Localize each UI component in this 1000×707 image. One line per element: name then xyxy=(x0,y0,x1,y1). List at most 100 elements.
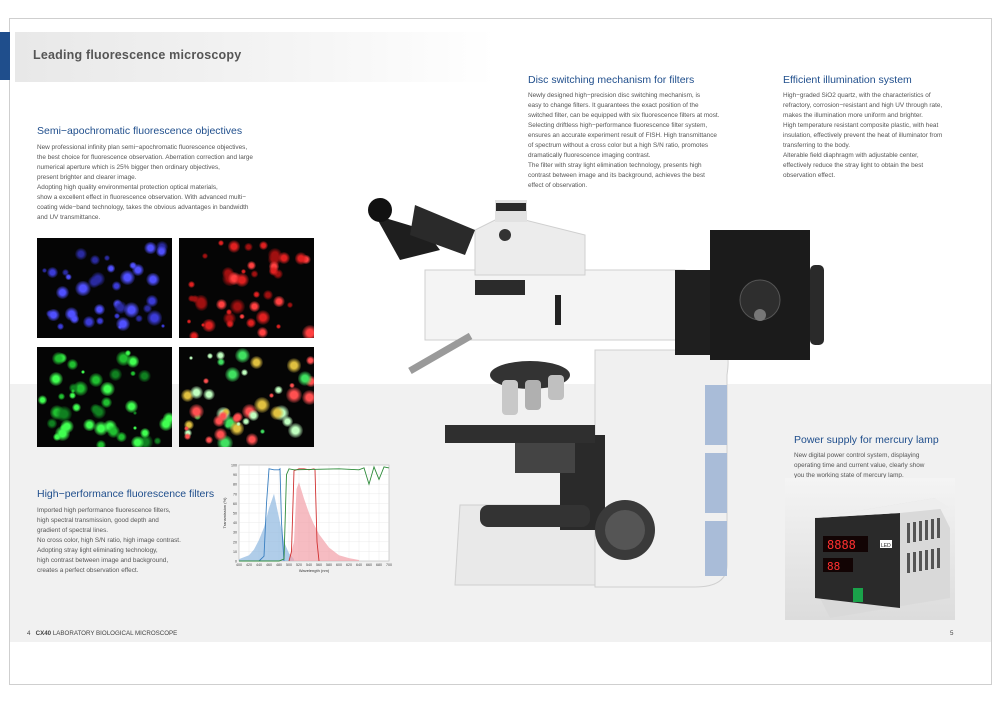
fluorescence-image-merged xyxy=(179,347,314,447)
cell-spot xyxy=(276,324,282,330)
cell-spot xyxy=(116,431,127,442)
fluorescence-image-red xyxy=(179,238,314,338)
series-line xyxy=(258,467,285,562)
cell-spot xyxy=(246,318,257,329)
cell-spot xyxy=(305,355,314,365)
cell-spot xyxy=(255,310,271,326)
fluorescence-image-blue xyxy=(37,238,172,338)
cell-spot xyxy=(146,295,158,307)
cell-spot xyxy=(132,264,144,276)
cell-spot xyxy=(119,269,135,285)
cell-spot xyxy=(215,350,225,360)
cell-spot xyxy=(259,429,266,435)
cell-spot xyxy=(106,264,115,273)
semi-line: the best choice for fluorescence observa… xyxy=(37,154,253,161)
cell-spot xyxy=(302,390,314,406)
cell-spot xyxy=(48,371,64,387)
filters-line: Imported high performance fluorescence f… xyxy=(37,507,171,514)
cell-spot xyxy=(130,436,144,447)
filters-line: Adopting stray light eliminating technol… xyxy=(37,547,158,554)
disc-line: The filter with stray light elimination … xyxy=(528,162,702,169)
cell-spot xyxy=(244,242,254,252)
cell-spot xyxy=(216,299,227,310)
semi-text: New professional infinity plan semi−apoc… xyxy=(37,143,327,223)
cell-spot xyxy=(69,392,77,400)
cell-spot xyxy=(154,437,162,445)
cell-spot xyxy=(41,267,48,274)
x-tick-label: 640 xyxy=(356,563,362,567)
y-tick-label: 50 xyxy=(233,512,237,516)
semi-line: numerical aperture which is 25% bigger t… xyxy=(37,164,220,171)
power-line: operating time and current value, clearl… xyxy=(794,462,925,469)
x-tick-label: 680 xyxy=(376,563,382,567)
cell-spot xyxy=(65,273,72,280)
cell-spot xyxy=(75,247,87,260)
cell-spot xyxy=(278,251,291,264)
cell-spot xyxy=(258,240,268,250)
cell-spot xyxy=(64,307,79,321)
filters-text: Imported high performance fluorescence f… xyxy=(37,506,217,576)
disc-line: Newly designed high−precision disc switc… xyxy=(528,92,701,99)
semi-line: present brighter and clearer image. xyxy=(37,174,137,181)
cell-spot xyxy=(56,406,73,423)
cell-spot xyxy=(93,421,109,436)
cell-spot xyxy=(140,428,151,439)
power-supply-image: 8888 88 LED xyxy=(785,478,955,620)
cell-spot xyxy=(135,314,143,323)
cell-spot xyxy=(129,261,137,270)
cell-spot xyxy=(188,355,194,360)
cell-spot xyxy=(56,322,65,331)
cell-spot xyxy=(239,313,245,319)
cell-spot xyxy=(60,419,74,434)
cell-spot xyxy=(146,310,163,327)
illum-line: High−graded SiO2 quartz, with the charac… xyxy=(783,92,931,99)
psu-display-time: 8888 xyxy=(827,538,856,552)
cell-spot xyxy=(268,265,279,276)
illum-line: makes the illumination more uniform and … xyxy=(783,112,923,119)
cell-spot xyxy=(190,385,203,399)
cell-spot xyxy=(282,415,294,427)
cell-spot xyxy=(286,358,302,374)
cell-spot xyxy=(104,255,111,262)
power-line: New digital power control system, displa… xyxy=(794,452,920,459)
cell-spot xyxy=(202,318,216,333)
cell-spot xyxy=(225,308,233,316)
cell-spot xyxy=(111,280,122,291)
cell-spot xyxy=(46,267,58,279)
psu-display-current: 88 xyxy=(827,560,840,573)
y-tick-label: 60 xyxy=(233,502,237,506)
x-tick-label: 500 xyxy=(286,563,292,567)
header-stripe xyxy=(15,32,495,82)
cell-spot xyxy=(273,295,285,308)
cell-spot xyxy=(247,260,257,270)
series-area xyxy=(239,493,294,561)
disc-line: Selecting driftless high−performance flu… xyxy=(528,122,708,129)
page-title: Leading fluorescence microscopy xyxy=(33,48,242,62)
cell-spot xyxy=(234,272,250,288)
cell-spot xyxy=(66,358,78,370)
cell-spot xyxy=(83,418,96,432)
disc-line: of spectrum without a cross color but a … xyxy=(528,142,709,149)
page-number-right: 5 xyxy=(950,630,954,637)
cell-spot xyxy=(125,399,138,413)
cell-spot xyxy=(100,381,115,397)
semi-line: New professional infinity plan semi−apoc… xyxy=(37,144,248,151)
illum-line: effectively reduce the stray light to ob… xyxy=(783,162,924,169)
cell-spot xyxy=(101,396,113,408)
cell-spot xyxy=(188,281,196,289)
y-tick-label: 30 xyxy=(233,531,237,535)
cell-spot xyxy=(61,268,69,276)
illum-line: observation effect. xyxy=(783,172,836,179)
illum-line: Alterable field diaphragm with adjustabl… xyxy=(783,152,919,159)
disc-heading: Disc switching mechanism for filters xyxy=(528,74,695,86)
product-name: CX40 xyxy=(35,630,52,637)
header-accent-tab xyxy=(0,32,10,80)
power-switch[interactable] xyxy=(853,588,863,602)
cell-spot xyxy=(106,424,120,438)
y-axis-label: Transmission (%) xyxy=(222,497,227,529)
cell-spot xyxy=(68,383,79,393)
cell-spot xyxy=(248,409,260,421)
cell-spot xyxy=(236,421,241,427)
footer-left: 4 CX40 LABORATORY BIOLOGICAL MICROSCOPE xyxy=(27,630,177,637)
cell-spot xyxy=(217,411,228,422)
